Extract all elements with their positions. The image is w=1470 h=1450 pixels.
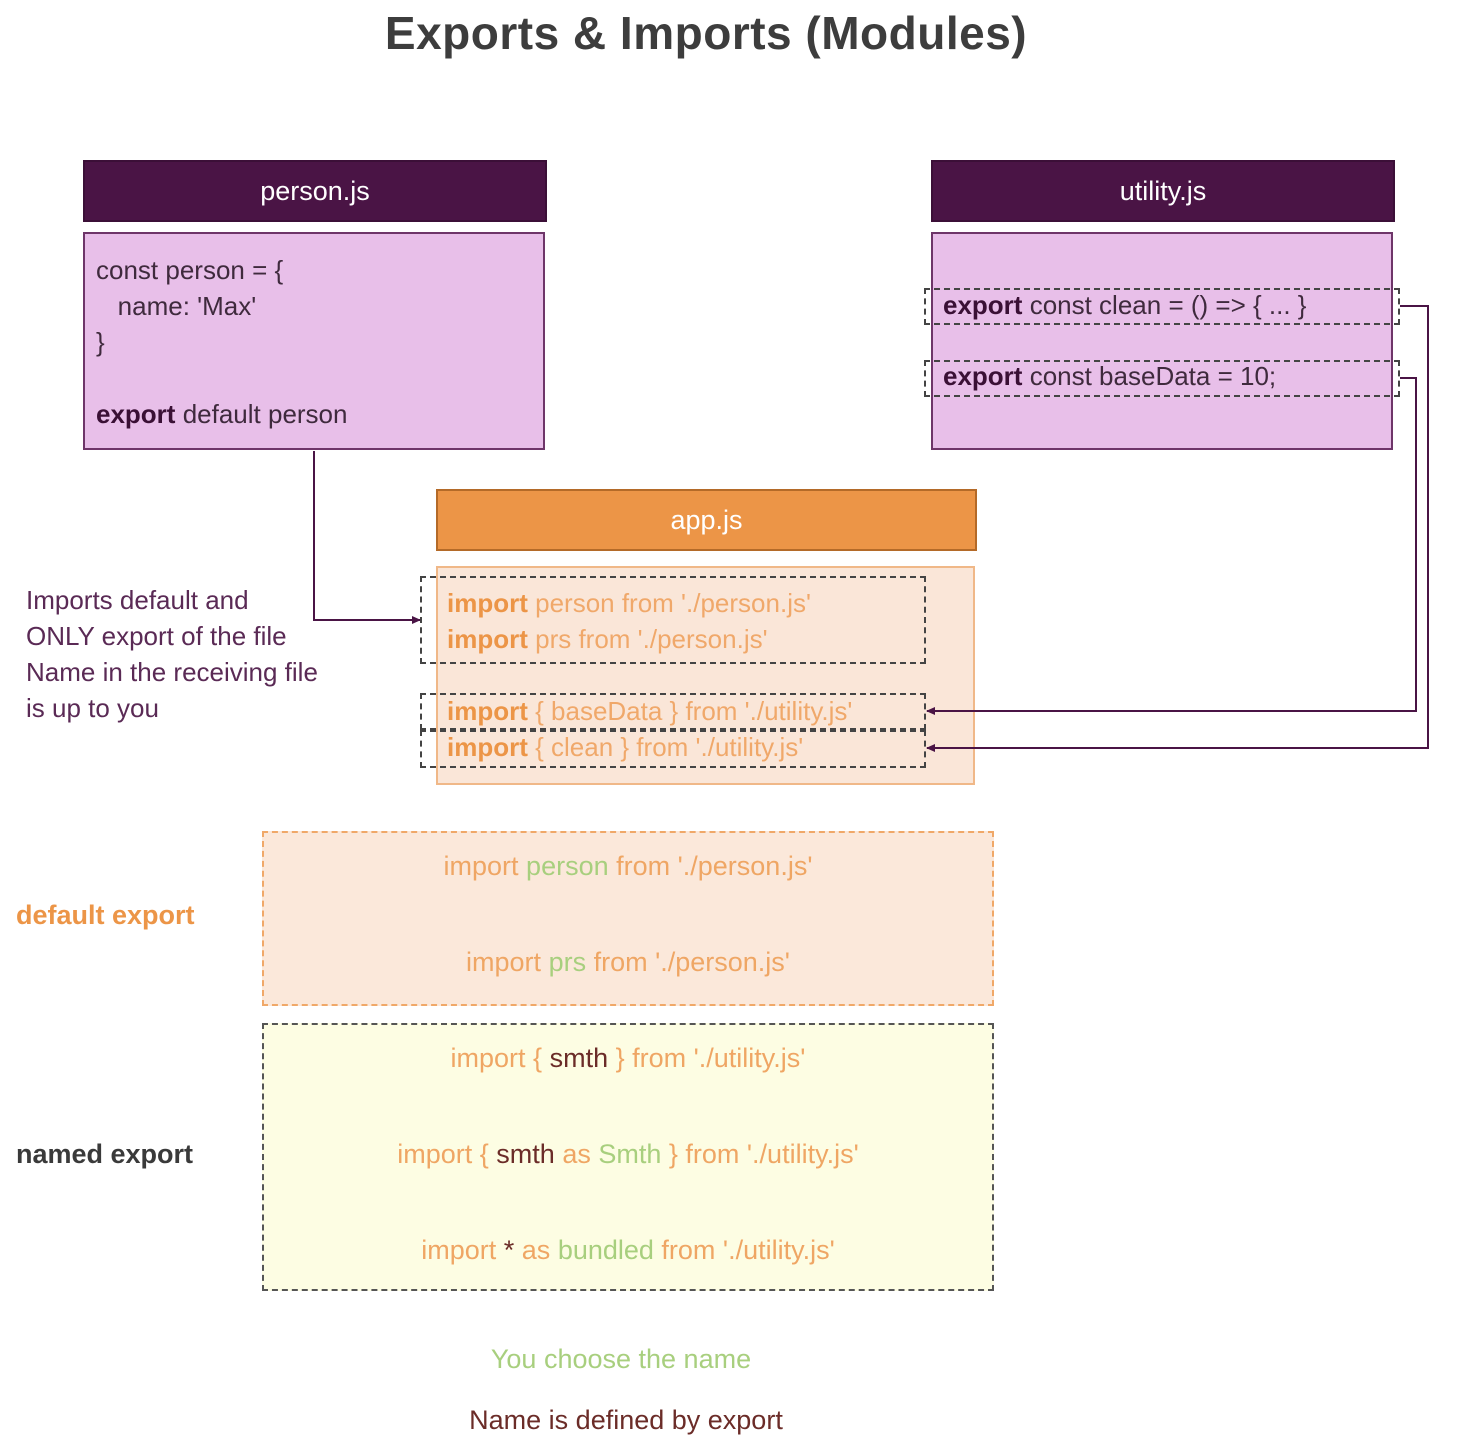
app-basedata-import-box [420,693,926,730]
app-code-panel [436,566,975,785]
export-rest: const baseData = 10; [1022,361,1277,391]
export-keyword: export [943,361,1023,391]
utility-export-basedata-line: export const baseData = 10; [943,358,1276,394]
utility-file-header: utility.js [931,160,1395,222]
import-keyword: import [447,732,528,762]
app-file-name: app.js [670,504,743,535]
person-line-2: name: 'Max' [96,291,257,321]
import-rest: person from './person.js' [527,588,811,618]
export-keyword: export [943,290,1023,320]
utility-export-clean-line: export const clean = () => { ... } [943,287,1306,323]
note-line-4: is up to you [26,693,159,723]
import-keyword: import [447,696,528,726]
note-line-2: ONLY export of the file [26,621,287,651]
named-export-example-3: import * as bundled from './utility.js' [421,1235,835,1265]
app-import-line-3: import { baseData } from './utility.js' [447,693,852,729]
named-export-box: import { smth } from './utility.js' impo… [262,1023,994,1291]
default-export-example-1: import person from './person.js' [443,851,813,881]
named-export-label: named export [16,1139,194,1169]
app-import-line-4: import { clean } from './utility.js' [447,729,803,765]
person-line-3: } [96,327,105,357]
person-export-line: export default person [96,396,347,432]
clean-export-arrow [926,305,1429,752]
default-export-example-2: import prs from './person.js' [466,947,790,977]
utility-file-name: utility.js [1119,175,1207,206]
import-keyword: import [447,588,528,618]
legend-defined-by-export: Name is defined by export [469,1405,783,1435]
export-rest: const clean = () => { ... } [1022,290,1307,320]
utility-export-clean-box [924,288,1400,325]
person-code-panel: const person = { name: 'Max' } export de… [83,232,545,450]
default-export-box: import person from './person.js' import … [262,831,994,1006]
import-keyword: import [447,624,528,654]
default-export-label: default export [16,900,195,930]
export-rest: default person [175,399,348,429]
default-import-note: Imports default and ONLY export of the f… [26,582,318,726]
note-line-1: Imports default and [26,585,249,615]
person-file-header: person.js [83,160,547,222]
person-line-1: const person = { [96,255,284,285]
app-default-imports-box [420,576,926,664]
app-file-header: app.js [436,489,977,551]
utility-code-panel [931,232,1393,450]
utility-export-basedata-box [924,360,1400,397]
import-rest: prs from './person.js' [527,624,768,654]
app-import-line-2: import prs from './person.js' [447,621,768,657]
page-title: Exports & Imports (Modules) [384,7,1028,59]
import-rest: { baseData } from './utility.js' [527,696,853,726]
named-export-example-2: import { smth as Smth } from './utility.… [397,1139,859,1169]
legend-choose-name: You choose the name [490,1344,752,1374]
person-to-app-arrow [313,451,421,624]
app-clean-import-box [420,730,926,768]
app-import-line-1: import person from './person.js' [447,585,811,621]
named-export-example-1: import { smth } from './utility.js' [450,1043,806,1073]
import-rest: { clean } from './utility.js' [527,732,804,762]
person-file-name: person.js [260,175,370,206]
note-line-3: Name in the receiving file [26,657,318,687]
basedata-export-arrow [926,377,1417,715]
export-keyword: export [96,399,176,429]
